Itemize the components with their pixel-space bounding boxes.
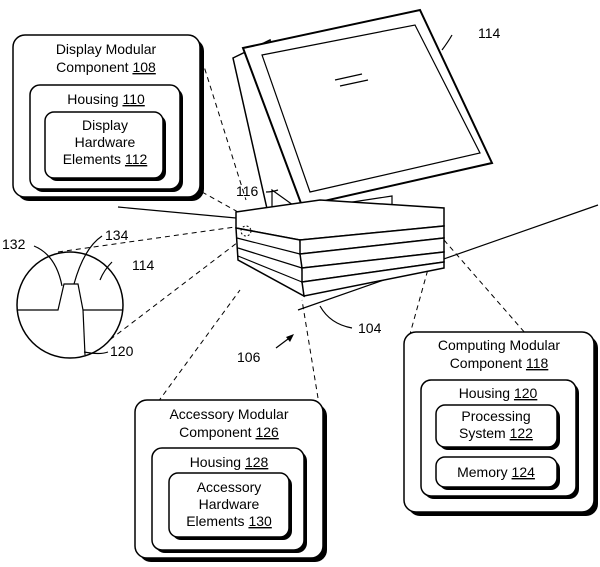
computing-proc-line1: Processing — [461, 408, 530, 424]
svg-text:Housing 128: Housing 128 — [190, 454, 269, 470]
display-inner-ref: 112 — [125, 151, 148, 167]
device-illustration — [232, 8, 494, 298]
display-title-line2: Component — [56, 59, 128, 75]
svg-text:Component 126: Component 126 — [179, 424, 279, 440]
svg-text:Elements 130: Elements 130 — [186, 513, 272, 529]
ref-tab: 132 — [2, 236, 26, 252]
accessory-title-line1: Accessory Modular — [169, 406, 288, 422]
svg-text:Housing 110: Housing 110 — [67, 91, 145, 107]
display-inner-line1: Display — [82, 117, 128, 133]
display-modular-component: Display Modular Component 108 Housing 11… — [12, 34, 204, 201]
display-inner-line2: Hardware — [75, 134, 136, 150]
computing-title-line1: Computing Modular — [438, 337, 561, 353]
display-housing-label: Housing — [67, 91, 118, 107]
computing-proc-ref: 122 — [510, 425, 534, 441]
accessory-title-line2: Component — [179, 424, 251, 440]
accessory-housing-ref: 128 — [245, 454, 269, 470]
display-housing-ref: 110 — [122, 91, 145, 107]
ref-tab-slot: 134 — [105, 227, 129, 243]
svg-text:Component 118: Component 118 — [450, 355, 549, 371]
accessory-modular-component: Accessory Modular Component 126 Housing … — [134, 399, 327, 562]
ref-base: 104 — [358, 320, 382, 336]
ref-detail-bottom: 120 — [110, 343, 134, 359]
accessory-title-ref: 126 — [255, 424, 279, 440]
table-surface — [117, 204, 599, 311]
computing-housing-ref: 120 — [514, 385, 538, 401]
ref-monitor: 114 — [478, 25, 501, 41]
accessory-housing-label: Housing — [190, 454, 241, 470]
accessory-inner-line2: Hardware — [199, 496, 260, 512]
accessory-inner-line1: Accessory — [197, 479, 262, 495]
computing-proc-line2: System — [459, 425, 506, 441]
accessory-inner-line3: Elements — [186, 513, 244, 529]
dashed-leaders — [57, 59, 527, 403]
detail-circle — [16, 251, 124, 359]
svg-text:Housing 120: Housing 120 — [459, 385, 538, 401]
computing-title-ref: 118 — [526, 355, 549, 371]
svg-text:System 122: System 122 — [459, 425, 533, 441]
computing-housing-label: Housing — [459, 385, 510, 401]
ref-detail-top: 114 — [132, 257, 155, 273]
ref-device: 106 — [237, 349, 261, 365]
monitor-screen — [261, 24, 481, 193]
svg-text:Elements 112: Elements 112 — [63, 151, 148, 167]
ref-hinge: 116 — [236, 183, 259, 199]
accessory-inner-ref: 130 — [248, 513, 272, 529]
reference-numerals: 114 116 104 106 132 134 114 120 — [2, 25, 501, 365]
computing-modular-component: Computing Modular Component 118 Housing … — [403, 331, 598, 516]
display-inner-line3: Elements — [63, 151, 121, 167]
computing-mem-ref: 124 — [512, 464, 536, 480]
display-title-ref: 108 — [132, 59, 156, 75]
computing-title-line2: Component — [450, 355, 522, 371]
display-title-line1: Display Modular — [56, 41, 157, 57]
svg-text:Component 108: Component 108 — [56, 59, 156, 75]
svg-text:Memory 124: Memory 124 — [457, 464, 535, 480]
computing-mem-label: Memory — [457, 464, 508, 480]
